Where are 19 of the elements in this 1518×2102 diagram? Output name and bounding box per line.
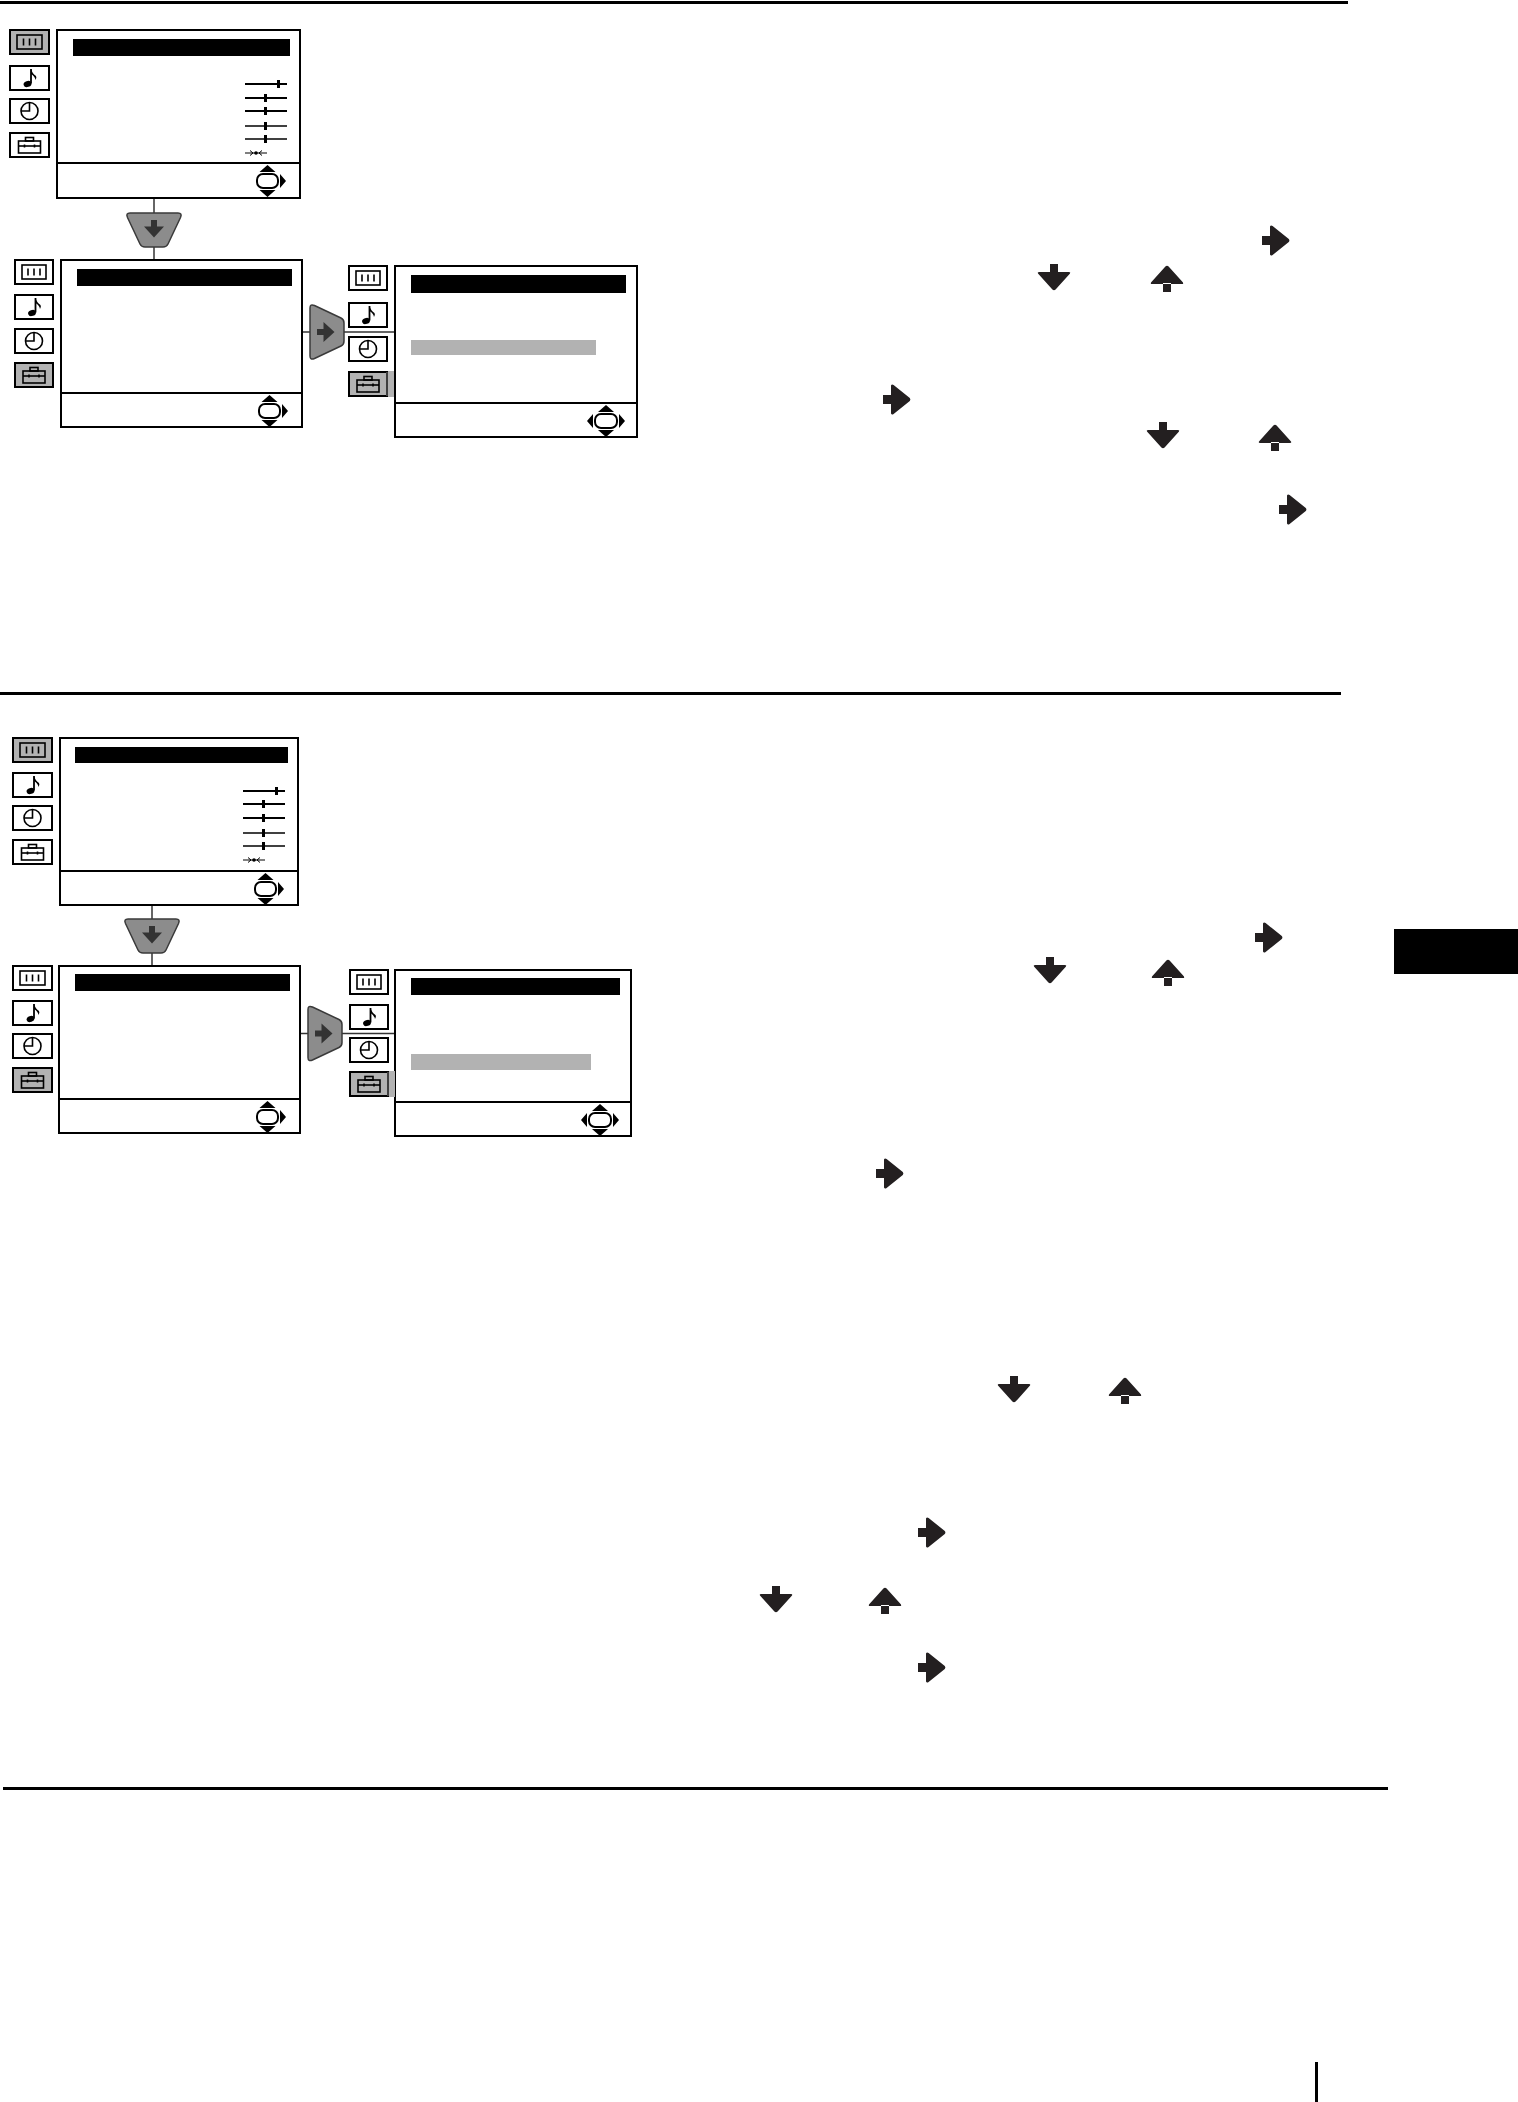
chevron-arrow <box>302 304 395 360</box>
menu-screen <box>59 737 299 906</box>
menu-screen <box>56 29 301 199</box>
highlight-bar <box>411 1054 591 1070</box>
title-bar <box>77 269 292 286</box>
chevron-arrow <box>124 905 180 966</box>
title-bar <box>75 747 288 763</box>
menu-screen <box>60 259 303 428</box>
highlight-bar <box>411 340 596 355</box>
title-bar <box>73 39 290 56</box>
index-tab <box>1394 929 1518 974</box>
chevron-arrow <box>126 198 182 260</box>
title-bar <box>411 275 626 293</box>
menu-screen <box>394 969 632 1137</box>
menu-screen <box>58 965 301 1134</box>
title-bar <box>411 978 620 995</box>
title-bar <box>75 974 290 991</box>
chevron-arrow <box>300 1005 395 1062</box>
menu-screen <box>394 265 638 438</box>
